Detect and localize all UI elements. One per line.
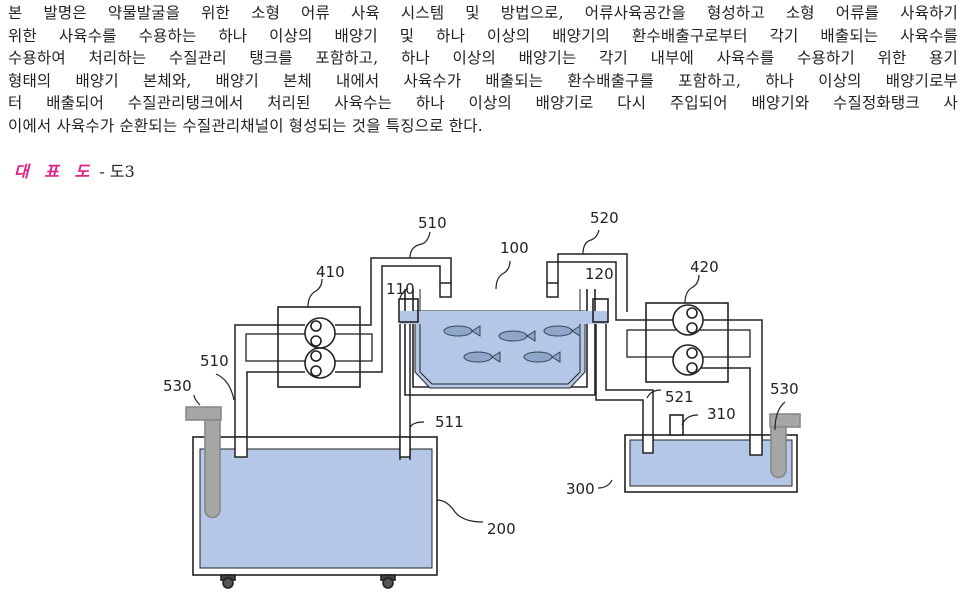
wheel-icon bbox=[220, 574, 236, 589]
filter-530-left bbox=[185, 406, 222, 519]
label-410: 410 bbox=[316, 263, 345, 281]
pipe-510 bbox=[234, 257, 452, 458]
label-110: 110 bbox=[386, 280, 415, 298]
abstract-line: 수용하여 처리하는 수질관리 탱크를 포함하고, 하나 이상의 배양기는 각기 … bbox=[8, 49, 958, 68]
label-310: 310 bbox=[707, 405, 736, 423]
figure-number: 도3 bbox=[109, 162, 135, 181]
leader-lines bbox=[193, 229, 786, 523]
label-521: 521 bbox=[665, 388, 694, 406]
label-520: 520 bbox=[590, 209, 619, 227]
label-120: 120 bbox=[585, 265, 614, 283]
label-300: 300 bbox=[566, 480, 595, 498]
outlet-110 bbox=[398, 298, 419, 323]
filter-530-right bbox=[769, 413, 801, 479]
reference-labels: 510 410 110 100 520 120 420 510 530 511 … bbox=[163, 209, 799, 538]
label-100: 100 bbox=[500, 239, 529, 257]
pump-420 bbox=[626, 302, 751, 383]
label-510-left: 510 bbox=[200, 352, 229, 370]
pipe-511 bbox=[399, 324, 411, 460]
abstract-text: 본 발명은 약물발굴을 위한 소형 어류 사육 시스템 및 방법으로, 어류사육… bbox=[8, 2, 958, 138]
abstract-line: 본 발명은 약물발굴을 위한 소형 어류 사육 시스템 및 방법으로, 어류사육… bbox=[8, 4, 958, 22]
abstract-line: 이에서 사육수가 순환되는 수질관리채널이 형성되는 것을 특징으로 한다. bbox=[8, 116, 483, 135]
label-530-left: 530 bbox=[163, 377, 192, 395]
abstract-line: 위한 사육수를 수용하는 하나 이상의 배양기 및 하나 이상의 배양기의 환수… bbox=[8, 26, 958, 45]
representative-figure-caption: 대 표 도 - 도3 bbox=[14, 158, 135, 182]
outlet-120 bbox=[592, 298, 609, 323]
tank-200 bbox=[192, 436, 438, 589]
label-511: 511 bbox=[435, 413, 464, 431]
label-510-top: 510 bbox=[418, 214, 447, 232]
sensor-310 bbox=[669, 414, 684, 436]
pipe-520 bbox=[546, 253, 763, 456]
label-530-right: 530 bbox=[770, 380, 799, 398]
fish-icon bbox=[443, 325, 581, 363]
abstract-line: 형태의 배양기 본체와, 배양기 본체 내에서 사육수가 배출되는 환수배출구를… bbox=[8, 71, 958, 90]
representative-label: 대 표 도 bbox=[14, 162, 95, 181]
pipe-521 bbox=[595, 324, 654, 454]
pump-410 bbox=[245, 306, 373, 388]
abstract-line: 터 배출되어 수질관리탱크에서 처리된 사육수는 하나 이상의 배양기로 다시 … bbox=[8, 94, 958, 113]
label-420: 420 bbox=[690, 258, 719, 276]
culture-tank-100 bbox=[398, 289, 609, 396]
wheel-icon bbox=[380, 574, 396, 589]
label-200: 200 bbox=[487, 520, 516, 538]
separator: - bbox=[94, 162, 110, 181]
